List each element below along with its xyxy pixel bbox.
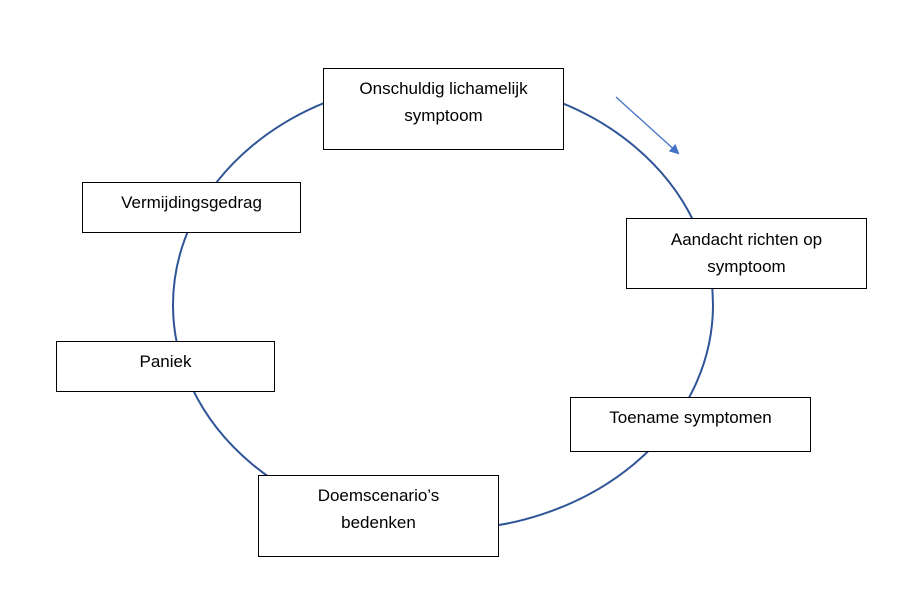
node-aandacht-richten-op-symptoom: Aandacht richten op symptoom — [626, 218, 867, 289]
node-vermijdingsgedrag: Vermijdingsgedrag — [82, 182, 301, 233]
direction-arrow — [615, 96, 680, 155]
node-toename-symptomen: Toename symptomen — [570, 397, 811, 452]
node-paniek: Paniek — [56, 341, 275, 392]
node-doemscenarios-bedenken: Doemscenario’s bedenken — [258, 475, 499, 557]
node-onschuldig-lichamelijk-symptoom: Onschuldig lichamelijk symptoom — [323, 68, 564, 150]
